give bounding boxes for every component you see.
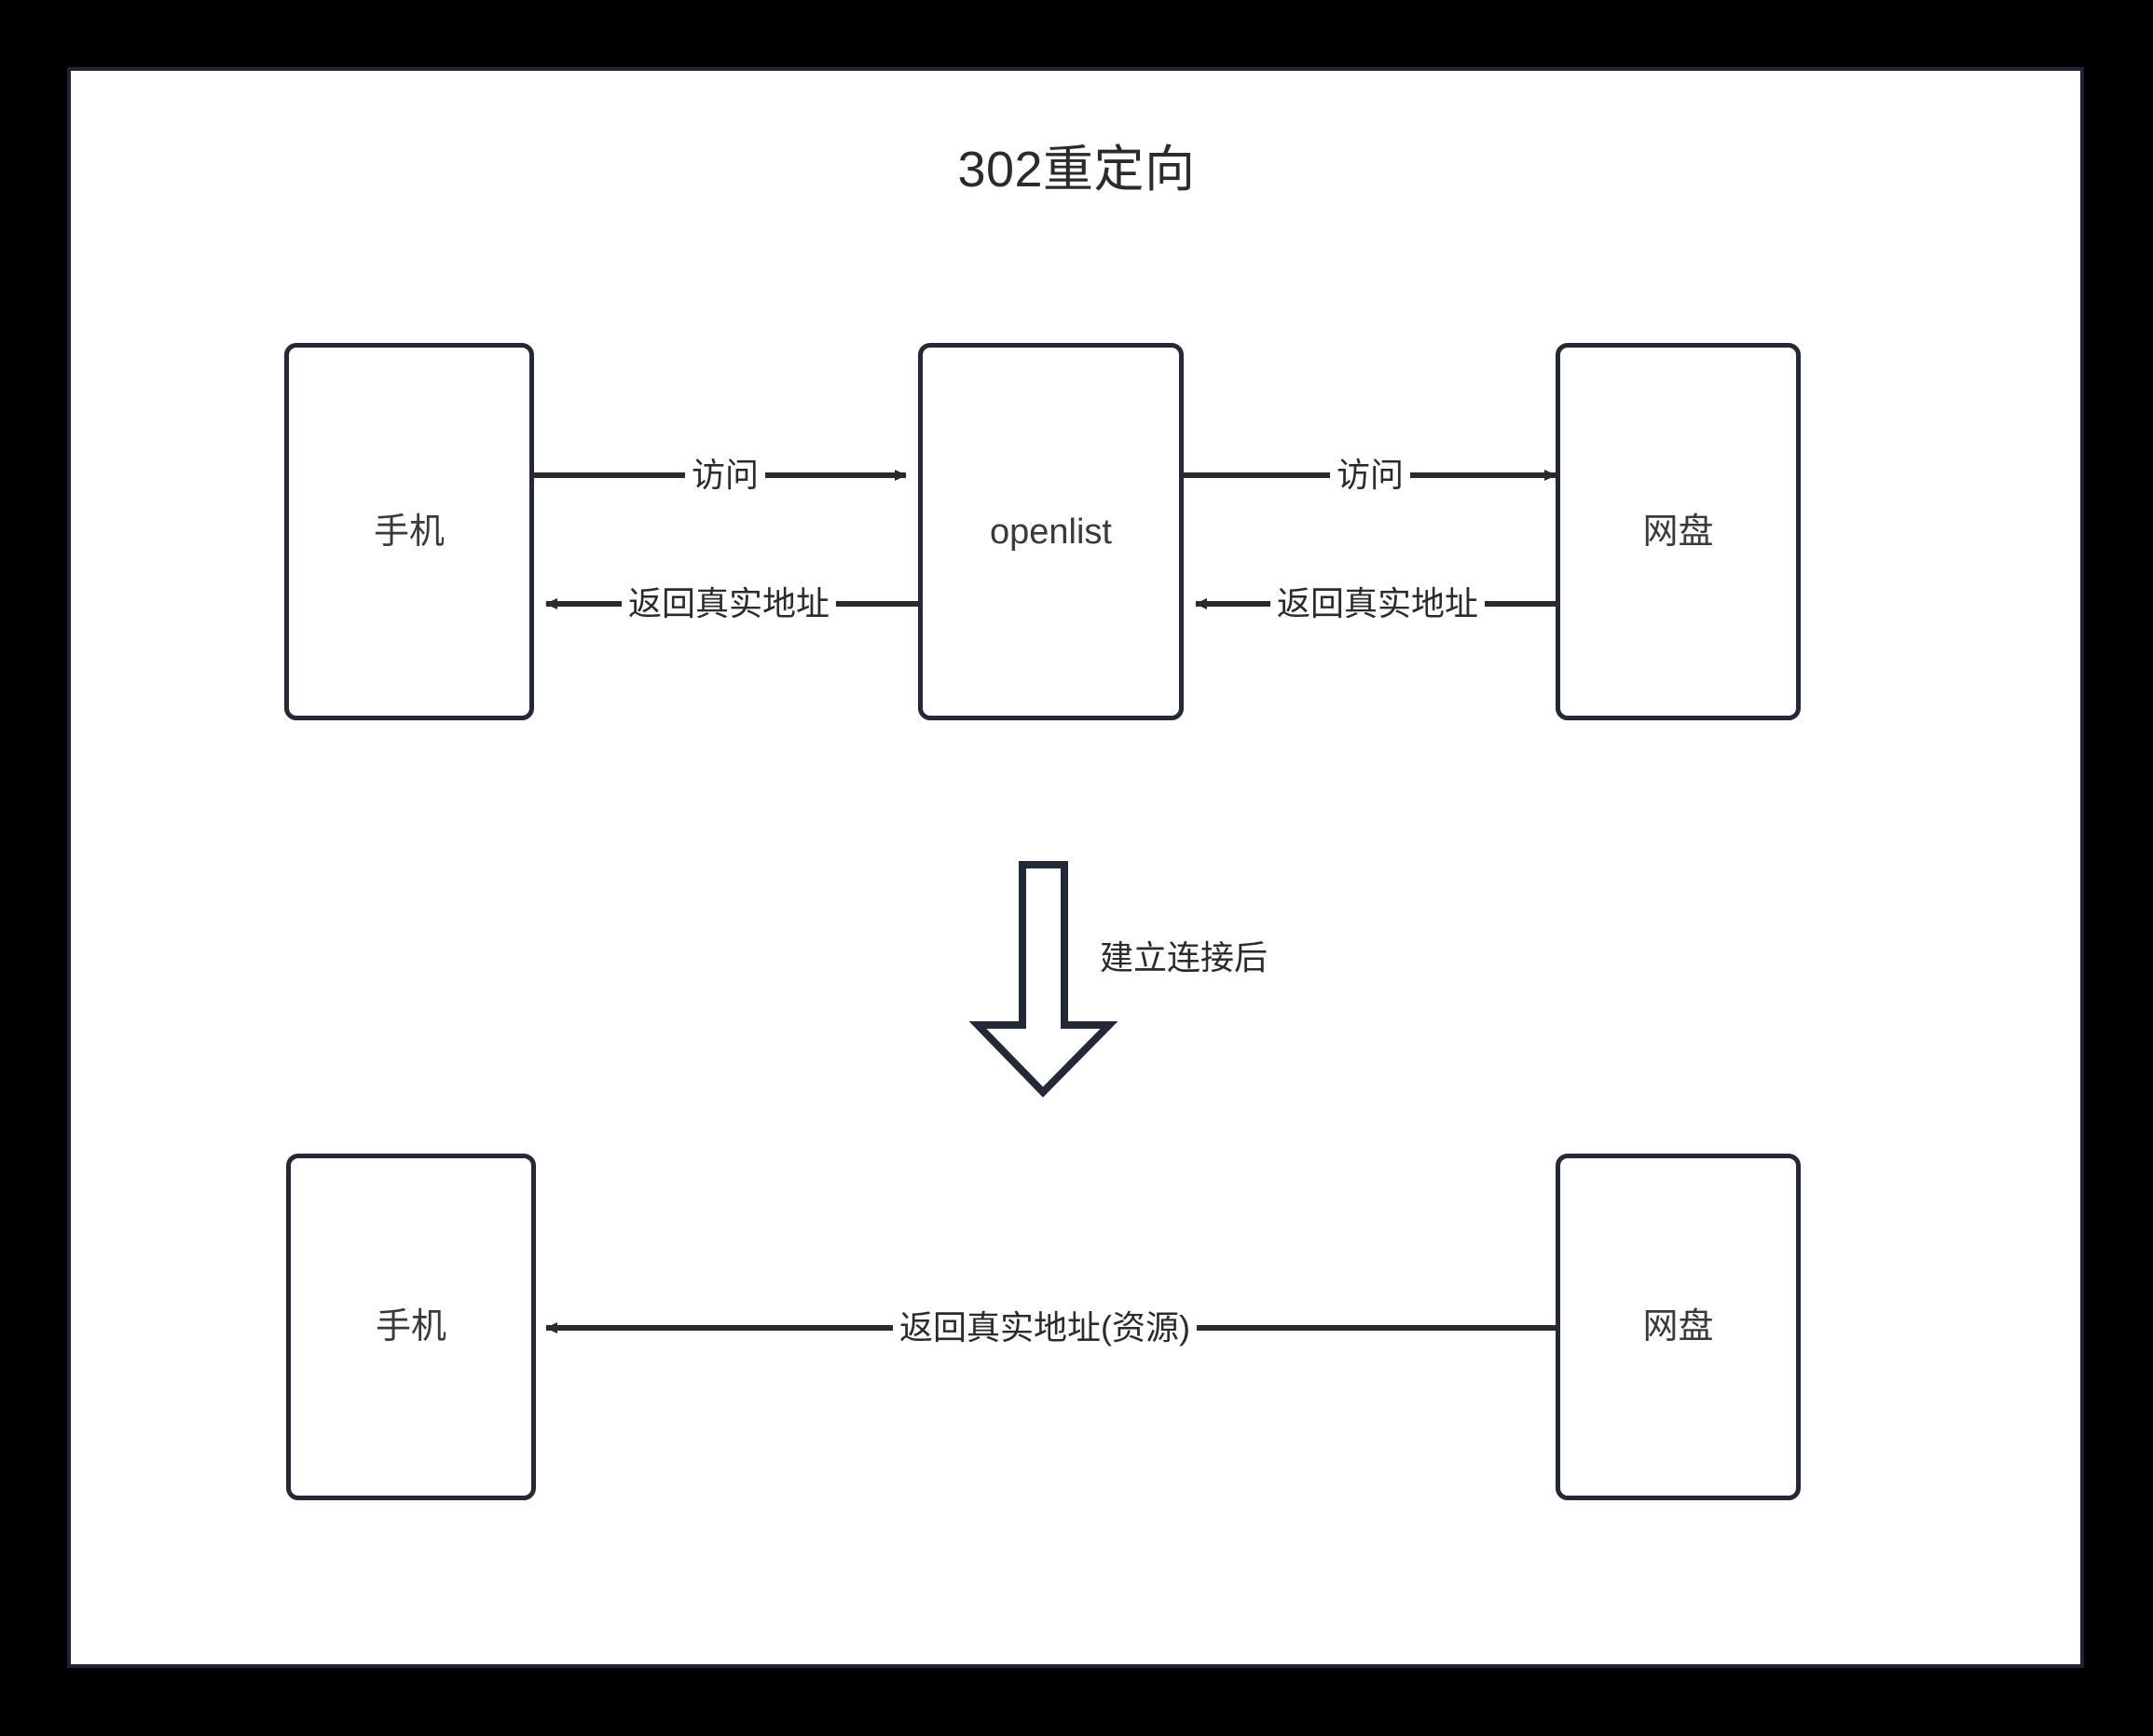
- node-phone-top-label: 手机: [373, 512, 445, 552]
- node-netdisk-bottom-label: 网盘: [1642, 1307, 1714, 1346]
- edge-label-netdisk-to-openlist: 返回真实地址: [1269, 587, 1486, 621]
- edge-label-netdisk-to-phone: 返回真实地址(资源): [893, 1311, 1197, 1345]
- node-netdisk-bottom[interactable]: 网盘: [1556, 1154, 1801, 1500]
- down-arrow-icon: [968, 861, 1118, 1098]
- edge-label-phone-to-openlist: 访问: [684, 458, 766, 492]
- edge-label-openlist-to-phone: 返回真实地址: [621, 587, 837, 621]
- node-netdisk-top-label: 网盘: [1642, 512, 1714, 552]
- page-title: 302重定向: [957, 142, 1196, 198]
- node-phone-bottom-label: 手机: [375, 1307, 446, 1346]
- node-openlist[interactable]: openlist: [918, 343, 1184, 720]
- transition-label: 建立连接后: [1100, 938, 1268, 977]
- node-phone-bottom[interactable]: 手机: [286, 1154, 536, 1500]
- edge-label-openlist-to-netdisk: 访问: [1329, 458, 1411, 492]
- node-netdisk-top[interactable]: 网盘: [1556, 343, 1801, 720]
- node-openlist-label: openlist: [990, 512, 1112, 552]
- node-phone-top[interactable]: 手机: [284, 343, 534, 720]
